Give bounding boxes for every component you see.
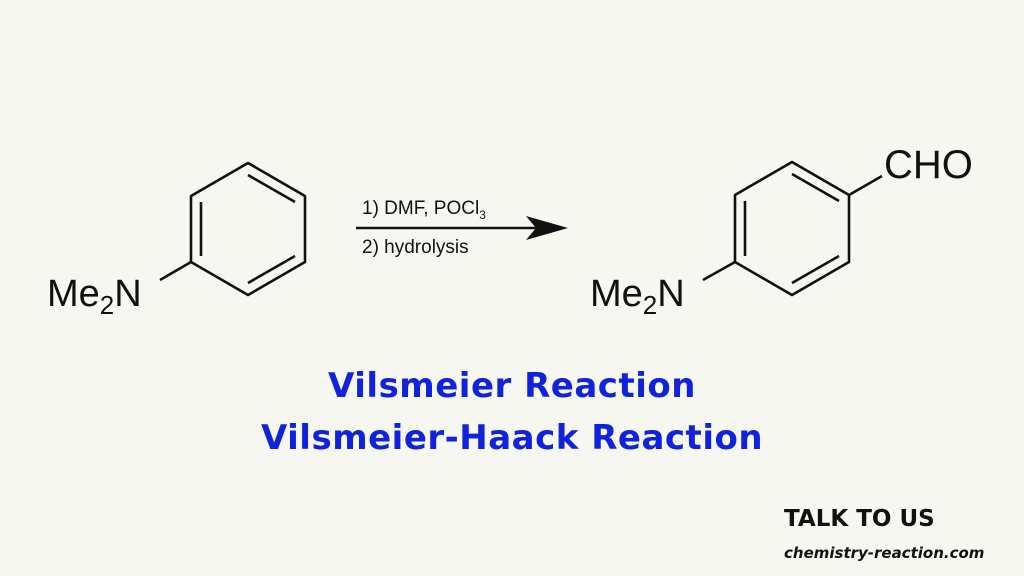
product-cho-bond: [848, 174, 883, 197]
reagent-step2: 2) hydrolysis: [362, 237, 469, 258]
reactant-molecule: Me2N: [47, 161, 307, 320]
product-benzene-ring: [733, 160, 851, 297]
reaction-conditions: 1) DMF, POCl3 2) hydrolysis: [356, 198, 568, 258]
reagent-step1: 1) DMF, POCl3: [362, 198, 486, 222]
reactant-benzene-ring: [189, 161, 307, 297]
reaction-arrow-head: [526, 216, 568, 240]
talk-to-us-label[interactable]: TALK TO US: [784, 506, 935, 532]
reaction-title-line2: Vilsmeier-Haack Reaction: [260, 418, 764, 458]
product-molecule: CHO Me2N: [590, 143, 973, 320]
reactant-n-bond: [159, 260, 192, 282]
reaction-title-line1: Vilsmeier Reaction: [328, 366, 696, 406]
product-n-bond: [702, 260, 736, 282]
product-nme2-label: Me2N: [590, 273, 685, 320]
reactant-nme2-label: Me2N: [47, 273, 142, 320]
website-link[interactable]: chemistry-reaction.com: [784, 544, 985, 562]
product-cho-label: CHO: [884, 143, 973, 187]
